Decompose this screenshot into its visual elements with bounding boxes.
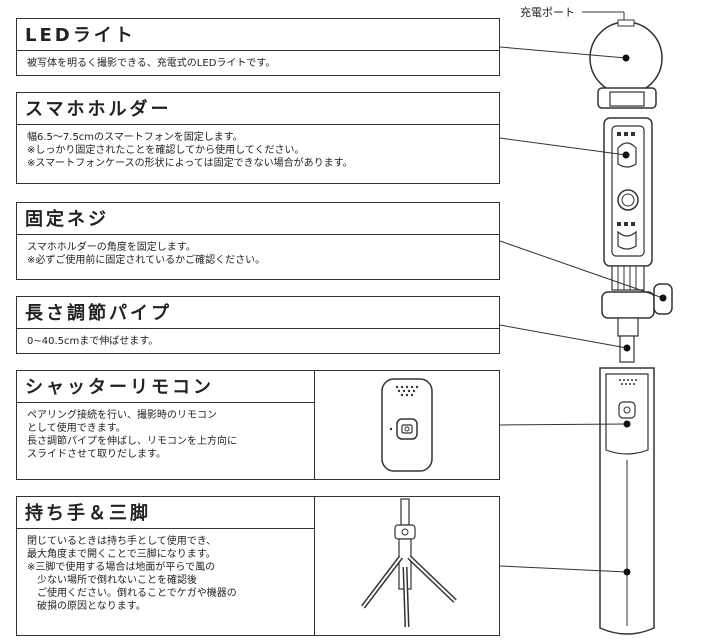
section-title: スマホホルダー <box>17 93 499 125</box>
tripod-illustration <box>314 497 499 635</box>
section-extension-pipe: 長さ調節パイプ 0~40.5cmまで伸ばせます。 <box>16 296 500 354</box>
section-title: 固定ネジ <box>17 203 499 235</box>
charging-port-label: 充電ポート <box>520 6 575 19</box>
section-led-light: LEDライト 被写体を明るく撮影できる、充電式のLEDライトです。 <box>16 18 500 76</box>
section-title: LEDライト <box>17 19 499 51</box>
section-shutter-remote: シャッターリモコン ペアリング接続を行い、撮影時のリモコン として使用できます。… <box>16 370 500 480</box>
section-title: シャッターリモコン <box>17 371 315 403</box>
section-grip-tripod: 持ち手＆三脚 閉じているときは持ち手として使用でき、 最大角度まで開くことで三脚… <box>16 496 500 636</box>
section-body: 被写体を明るく撮影できる、充電式のLEDライトです。 <box>27 58 276 69</box>
section-body: 閉じているときは持ち手として使用でき、 最大角度まで開くことで三脚になります。 … <box>27 536 237 612</box>
section-title: 持ち手＆三脚 <box>17 497 315 529</box>
section-body: 0~40.5cmまで伸ばせます。 <box>27 336 159 347</box>
section-body: 幅6.5〜7.5cmのスマートフォンを固定します。 ※しっかり固定されたことを確… <box>27 132 353 169</box>
section-body: ペアリング接続を行い、撮影時のリモコン として使用できます。 長さ調節パイプを伸… <box>27 410 237 460</box>
section-body: スマホホルダーの角度を固定します。 ※必ずご使用前に固定されているかご確認くださ… <box>27 242 266 266</box>
remote-illustration <box>314 371 499 479</box>
section-title: 長さ調節パイプ <box>17 297 499 329</box>
section-phone-holder: スマホホルダー 幅6.5〜7.5cmのスマートフォンを固定します。 ※しっかり固… <box>16 92 500 184</box>
section-fixing-screw: 固定ネジ スマホホルダーの角度を固定します。 ※必ずご使用前に固定されているかご… <box>16 202 500 280</box>
